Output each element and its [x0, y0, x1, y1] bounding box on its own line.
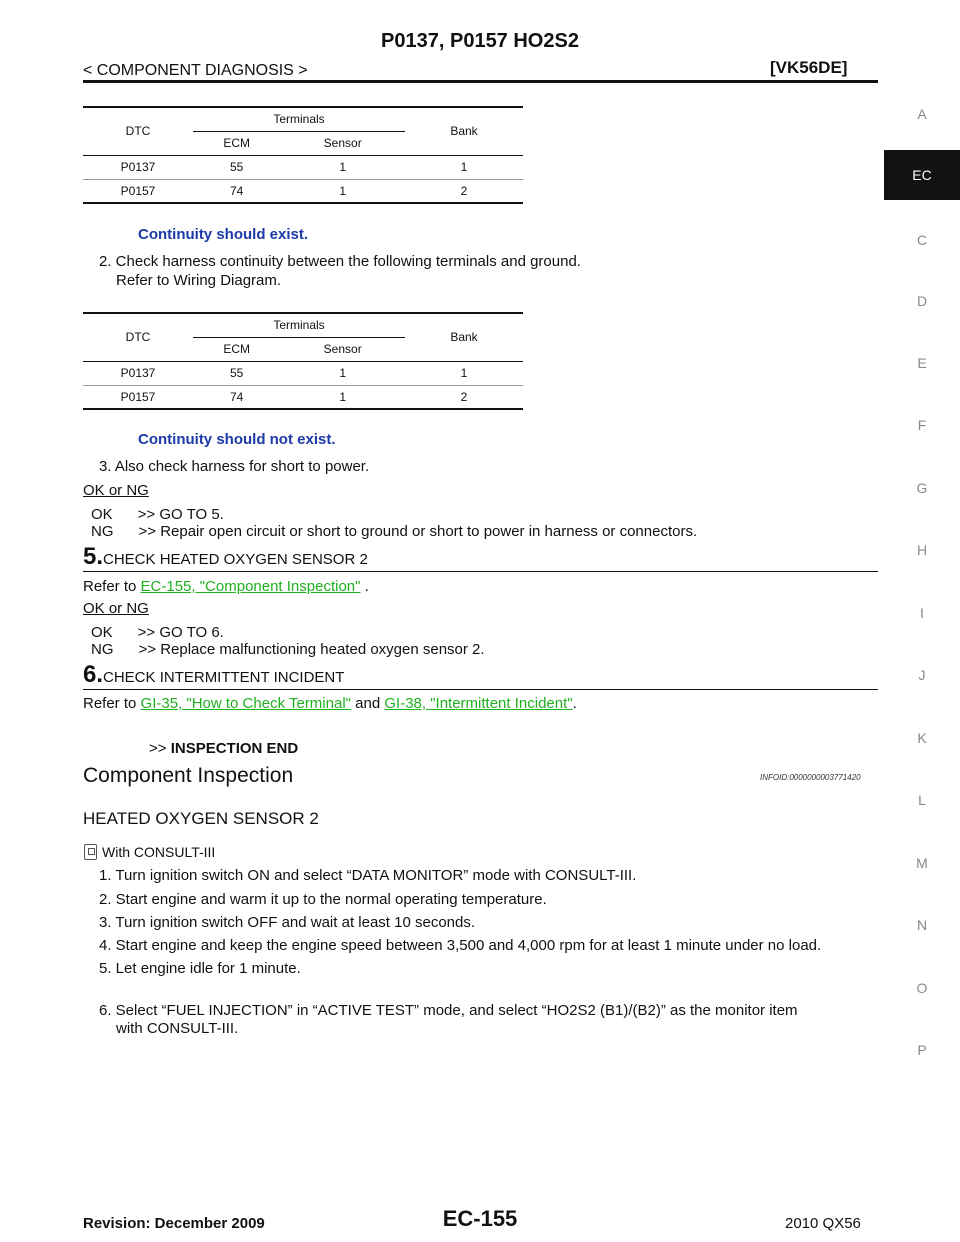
step3-text: 3. Also check harness for short to power… [99, 458, 370, 475]
ok-ng-label: OK or NG [83, 482, 149, 499]
col-ecm: ECM [193, 336, 281, 361]
index-letter-a[interactable]: A [917, 106, 927, 122]
continuity-note-not-exist: Continuity should not exist. [138, 431, 336, 448]
procedure-step: 1. Turn ignition switch ON and select “D… [99, 867, 637, 884]
link-component-inspection[interactable]: EC-155, "Component Inspection" [140, 578, 361, 595]
step6-heading: 6.CHECK INTERMITTENT INCIDENT [83, 661, 344, 689]
cell-dtc: P0137 [83, 154, 193, 179]
index-letter-n[interactable]: N [916, 917, 928, 933]
link-how-to-check-terminal[interactable]: GI-35, "How to Check Terminal" [140, 695, 351, 712]
engine-code: [VK56DE] [770, 58, 848, 77]
cell-bank: 1 [405, 360, 523, 385]
table-row: P0157 74 1 2 [83, 178, 523, 204]
cell-dtc: P0157 [83, 178, 193, 204]
index-letter-k[interactable]: K [917, 730, 927, 746]
consult-tool-icon [84, 844, 97, 860]
index-letter-j[interactable]: J [918, 667, 926, 683]
step-number: 5. [83, 543, 104, 570]
table-row: P0137 55 1 1 [83, 154, 523, 179]
ok-ng-label: OK or NG [83, 600, 149, 617]
consult-mode: With CONSULT-III [84, 844, 215, 860]
index-letter-m[interactable]: M [916, 855, 928, 871]
col-ecm: ECM [193, 130, 281, 155]
ok-result: OK >> GO TO 5. [91, 506, 224, 523]
continuity-note-exist: Continuity should exist. [138, 226, 309, 243]
step-title: CHECK HEATED OXYGEN SENSOR 2 [103, 551, 368, 568]
cell-sensor: 1 [280, 154, 405, 179]
index-letter-g[interactable]: G [916, 480, 928, 496]
step2-text: 2. Check harness continuity between the … [99, 253, 581, 270]
section-title: Component Inspection [83, 764, 294, 787]
col-bank: Bank [405, 312, 523, 361]
step6-refer: Refer to GI-35, "How to Check Terminal" … [83, 695, 577, 712]
col-bank: Bank [405, 106, 523, 155]
cell-sensor: 1 [280, 384, 405, 410]
procedure-step-6-cont: with CONSULT-III. [116, 1020, 239, 1037]
link-intermittent-incident[interactable]: GI-38, "Intermittent Incident" [384, 695, 573, 712]
ng-result: NG >> Replace malfunctioning heated oxyg… [91, 641, 485, 658]
page-title: P0137, P0157 HO2S2 [381, 30, 579, 52]
step-title: CHECK INTERMITTENT INCIDENT [103, 669, 345, 686]
procedure-step: 3. Turn ignition switch OFF and wait at … [99, 914, 476, 931]
cell-bank: 2 [405, 384, 523, 410]
ok-result: OK >> GO TO 6. [91, 624, 224, 641]
procedure-step: 4. Start engine and keep the engine spee… [99, 937, 822, 954]
cell-ecm: 55 [193, 360, 281, 385]
index-letter-p[interactable]: P [917, 1042, 927, 1058]
subsection-title: HEATED OXYGEN SENSOR 2 [83, 809, 319, 828]
step5-heading: 5.CHECK HEATED OXYGEN SENSOR 2 [83, 543, 368, 571]
step6-divider [83, 689, 878, 690]
index-letter-ec-active[interactable]: EC [884, 150, 960, 200]
index-letter-o[interactable]: O [916, 980, 928, 996]
step2-refer: Refer to Wiring Diagram. [116, 272, 282, 289]
continuity-table-1: DTC Terminals Bank ECM Sensor P0137 55 1… [83, 106, 523, 204]
index-letter-h[interactable]: H [916, 542, 928, 558]
col-sensor: Sensor [280, 336, 405, 361]
cell-sensor: 1 [280, 360, 405, 385]
info-id: INFOID:0000000003771420 [760, 773, 861, 782]
cell-dtc: P0137 [83, 360, 193, 385]
revision-date: Revision: December 2009 [83, 1215, 265, 1232]
cell-ecm: 55 [193, 154, 281, 179]
procedure-step: 5. Let engine idle for 1 minute. [99, 960, 301, 977]
index-letter-c[interactable]: C [916, 232, 928, 248]
index-letter-l[interactable]: L [918, 792, 926, 808]
index-letter-f[interactable]: F [917, 417, 927, 433]
procedure-step-6: 6. Select “FUEL INJECTION” in “ACTIVE TE… [99, 1002, 798, 1019]
cell-ecm: 74 [193, 384, 281, 410]
cell-sensor: 1 [280, 178, 405, 204]
cell-bank: 2 [405, 178, 523, 204]
step-number: 6. [83, 661, 104, 688]
ng-result: NG >> Repair open circuit or short to gr… [91, 523, 698, 540]
table-row: P0137 55 1 1 [83, 360, 523, 385]
model-year: 2010 QX56 [785, 1215, 861, 1232]
index-letter-e[interactable]: E [917, 355, 927, 371]
section-index: A EC C D E F G H I J K L M N O P [884, 0, 960, 1242]
col-sensor: Sensor [280, 130, 405, 155]
header-divider [83, 80, 878, 83]
step5-refer: Refer to EC-155, "Component Inspection" … [83, 578, 369, 595]
cell-dtc: P0157 [83, 384, 193, 410]
continuity-table-2: DTC Terminals Bank ECM Sensor P0137 55 1… [83, 312, 523, 410]
col-dtc: DTC [83, 312, 193, 361]
step5-divider [83, 571, 878, 572]
col-terminals: Terminals [193, 312, 405, 337]
index-letter-i[interactable]: I [920, 605, 924, 621]
col-terminals: Terminals [193, 106, 405, 131]
cell-ecm: 74 [193, 178, 281, 204]
inspection-end: >> INSPECTION END [149, 740, 299, 757]
page-number: EC-155 [442, 1206, 518, 1231]
procedure-step: 2. Start engine and warm it up to the no… [99, 891, 547, 908]
cell-bank: 1 [405, 154, 523, 179]
index-letter-d[interactable]: D [916, 293, 928, 309]
col-dtc: DTC [83, 106, 193, 155]
breadcrumb: < COMPONENT DIAGNOSIS > [83, 62, 308, 79]
table-row: P0157 74 1 2 [83, 384, 523, 410]
